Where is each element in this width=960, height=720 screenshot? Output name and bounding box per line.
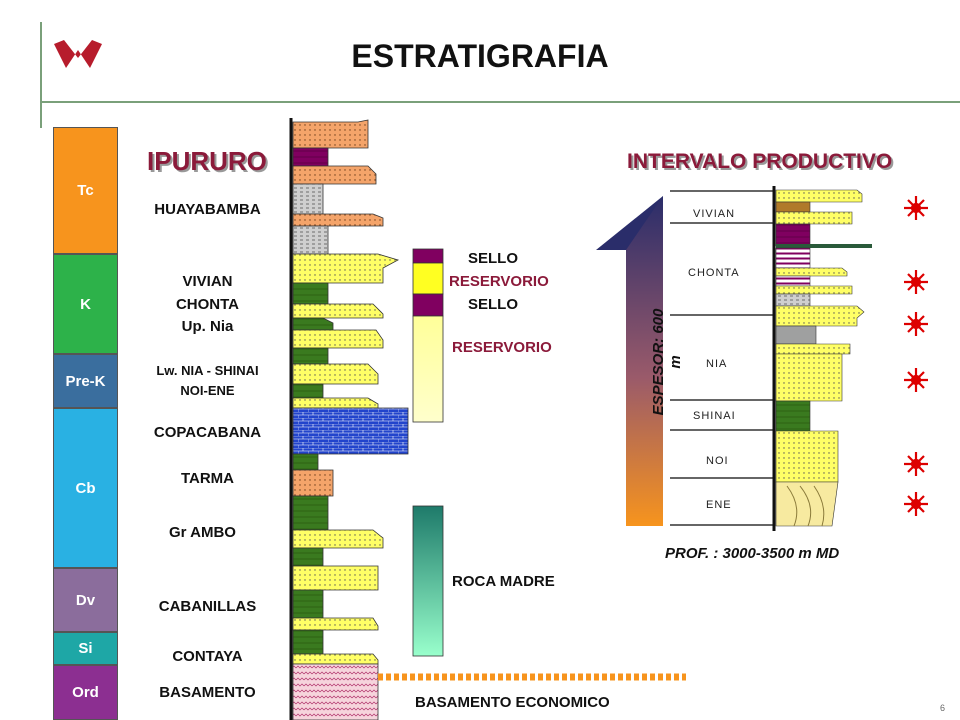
formation-gr-ambo: Gr AMBO <box>169 524 236 541</box>
lithology-column <box>289 118 409 720</box>
star-icon <box>904 368 928 392</box>
column-title: IPURURO <box>147 146 267 176</box>
interval-vivian: VIVIAN <box>693 208 736 220</box>
formation-huayabamba: HUAYABAMBA <box>154 201 261 218</box>
formation-cabanillas: CABANILLAS <box>158 598 257 615</box>
page-number: 6 <box>940 703 946 713</box>
formation-tarma: TARMA <box>180 470 235 487</box>
basamento-economico-line <box>378 673 686 681</box>
era-pre-k: Pre-K <box>53 354 118 408</box>
era-si: Si <box>53 632 118 665</box>
header-horizontal-rule <box>40 101 960 103</box>
interval-scale <box>670 190 775 526</box>
header-vertical-rule <box>40 22 42 128</box>
formation-up-nia: Up. Nia <box>181 318 234 335</box>
interval-title: INTERVALO PRODUCTIVO <box>627 150 893 173</box>
interval-lithology-column <box>772 186 872 531</box>
formation-chonta: CHONTA <box>175 296 240 313</box>
era-cb: Cb <box>53 408 118 568</box>
era-ord: Ord <box>53 665 118 720</box>
star-icon <box>904 196 928 220</box>
formation-copacabana: COPACABANA <box>153 424 262 441</box>
depth-label: PROF. : 3000-3500 m MD <box>665 545 840 562</box>
label-reservorio-2: RESERVORIO <box>452 339 552 356</box>
star-icon <box>904 452 928 476</box>
label-sello-1: SELLO <box>468 250 519 267</box>
espesor-funnel <box>596 196 663 526</box>
formation-noi-ene: NOI-ENE <box>180 383 235 398</box>
star-icon <box>904 270 928 294</box>
label-sello-2: SELLO <box>468 296 519 313</box>
production-markers <box>904 196 928 516</box>
formation-vivian: VIVIAN <box>182 273 233 290</box>
interval-noi: NOI <box>706 455 729 467</box>
era-tc: Tc <box>53 127 118 254</box>
interval-ene: ENE <box>706 499 732 511</box>
interval-nia: NIA <box>706 358 728 370</box>
label-reservorio-1: RESERVORIO <box>449 273 549 290</box>
interval-chonta: CHONTA <box>688 267 740 279</box>
label-basamento-economico: BASAMENTO ECONOMICO <box>415 694 610 711</box>
star-icon <box>904 312 928 336</box>
petroleum-system-column <box>412 248 444 657</box>
interval-shinai: SHINAI <box>693 410 736 422</box>
era-dv: Dv <box>53 568 118 632</box>
page-title: ESTRATIGRAFIA <box>351 38 609 74</box>
formation-lw-nia-shinai: Lw. NIA - SHINAI <box>156 363 259 378</box>
label-roca-madre: ROCA MADRE <box>452 573 555 590</box>
formation-basamento: BASAMENTO <box>159 684 256 701</box>
star-icon <box>904 492 928 516</box>
company-logo <box>54 40 102 68</box>
formation-contaya: CONTAYA <box>172 648 243 665</box>
era-k: K <box>53 254 118 354</box>
